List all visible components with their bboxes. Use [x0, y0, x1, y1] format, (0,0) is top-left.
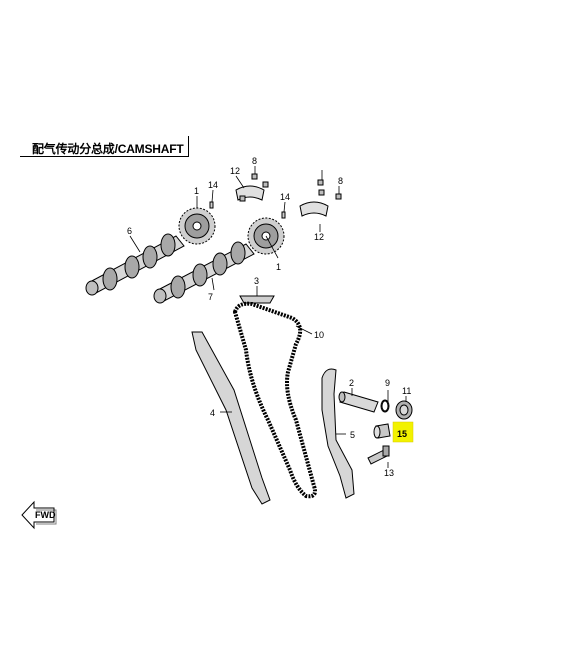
callout-1-rear: 1: [194, 186, 199, 196]
bolt-group-right: [317, 179, 342, 200]
callout-3: 3: [254, 276, 259, 286]
callout-9: 9: [385, 378, 390, 388]
washer: [381, 400, 389, 412]
title-frame: [20, 136, 189, 157]
callout-14-left: 14: [208, 180, 218, 190]
timing-chain: [232, 301, 317, 499]
callout-10: 10: [314, 330, 324, 340]
callout-2: 2: [349, 378, 354, 388]
callout-4: 4: [210, 408, 215, 418]
callout-7: 7: [208, 292, 213, 302]
callout-12-left: 12: [230, 166, 240, 176]
callout-13: 13: [384, 468, 394, 478]
tensioner-plunger: [338, 391, 390, 413]
callout-12-right: 12: [314, 232, 324, 242]
chain-guide-top: [239, 295, 275, 304]
dowel-pin-left: [209, 201, 214, 209]
callout-14-right: 14: [280, 192, 290, 202]
pivot-bolt: [367, 445, 390, 465]
callout-8-right: 8: [338, 176, 343, 186]
highlight-box-15: [392, 421, 414, 443]
part-15-collar: [373, 423, 391, 439]
callout-5: 5: [350, 430, 355, 440]
diagram-title: 配气传动分总成/CAMSHAFT: [32, 142, 184, 156]
bearing-cap-right: [299, 201, 329, 217]
callout-8-left: 8: [252, 156, 257, 166]
leader-lines: [129, 166, 407, 468]
cam-sprocket-rear: [178, 207, 216, 245]
fwd-arrow-icon: FWD: [21, 500, 57, 530]
callout-6: 6: [127, 226, 132, 236]
callout-1-front: 1: [276, 262, 281, 272]
callout-11: 11: [402, 386, 411, 396]
callout-15: 15: [397, 429, 407, 439]
camshaft-6: [85, 233, 185, 296]
dowel-pin-right: [281, 211, 286, 219]
bolt-group-left: [239, 173, 269, 202]
tensioner-cap: [395, 400, 413, 420]
chain-guide-fixed: [191, 331, 271, 505]
fwd-label: FWD: [35, 510, 56, 520]
camshaft-7: [153, 241, 255, 304]
tensioner-arm: [321, 368, 355, 499]
